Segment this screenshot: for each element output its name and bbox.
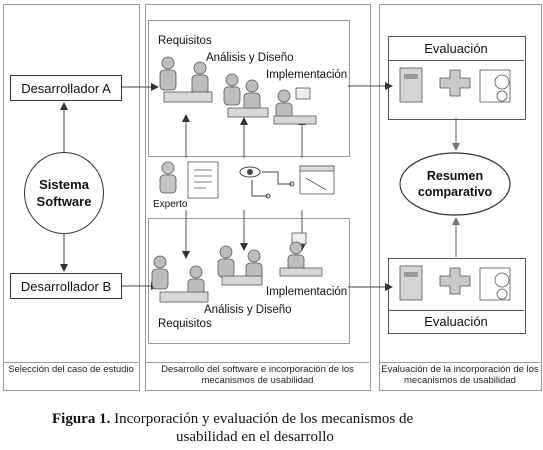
label-implementacion-top: Implementación: [266, 69, 348, 81]
developer-b-box: Desarrollador B: [10, 273, 122, 299]
panel-evaluation-b: [388, 258, 526, 334]
document-icon: [187, 161, 219, 199]
panel-development-b: [148, 218, 350, 344]
footer-case-selection: Selección del caso de estudio: [4, 362, 138, 391]
caption-figure-number: Figura 1.: [52, 411, 111, 427]
developer-a-box: Desarrollador A: [10, 75, 122, 101]
column-development: [145, 4, 371, 391]
label-implementacion-bottom: Implementación: [266, 286, 348, 298]
caption-line-1: Incorporación y evaluación de los mecani…: [110, 411, 414, 427]
label-experto: Experto: [153, 199, 188, 210]
label-requisitos-top: Requisitos: [158, 35, 212, 47]
eye-network-icon: [239, 166, 295, 199]
label-analisis-bottom: Análisis y Diseño: [204, 304, 292, 316]
footer-development: Desarrollo del software e incorporación …: [146, 362, 369, 391]
people-group-bottom: [151, 232, 323, 303]
label-analisis-top: Análisis y Diseño: [206, 52, 294, 64]
label-evaluacion-bottom: Evaluación: [388, 310, 524, 333]
figure-caption: Figura 1. Incorporación y evaluación de …: [0, 410, 543, 446]
footer-evaluation: Evaluación de la incorporación de los me…: [380, 362, 540, 391]
system-software-ellipse: Sistema Software: [24, 152, 104, 234]
panel-evaluation-a: [388, 36, 526, 120]
label-resumen: Resumen comparativo: [417, 169, 493, 199]
caption-line-2: usabilidad en el desarrollo: [176, 429, 334, 445]
label-evaluacion-top: Evaluación: [388, 38, 524, 61]
expert-icon: [159, 161, 177, 194]
window-icon: [299, 165, 335, 195]
people-group-top: [159, 56, 317, 125]
system-software-label: Sistema Software: [36, 177, 92, 209]
evaluation-icons-top: [399, 67, 511, 103]
summary-ellipse: [399, 152, 511, 216]
label-requisitos-bottom: Requisitos: [158, 318, 212, 330]
evaluation-icons-bottom: [399, 265, 511, 301]
panel-development-a: [148, 20, 350, 157]
